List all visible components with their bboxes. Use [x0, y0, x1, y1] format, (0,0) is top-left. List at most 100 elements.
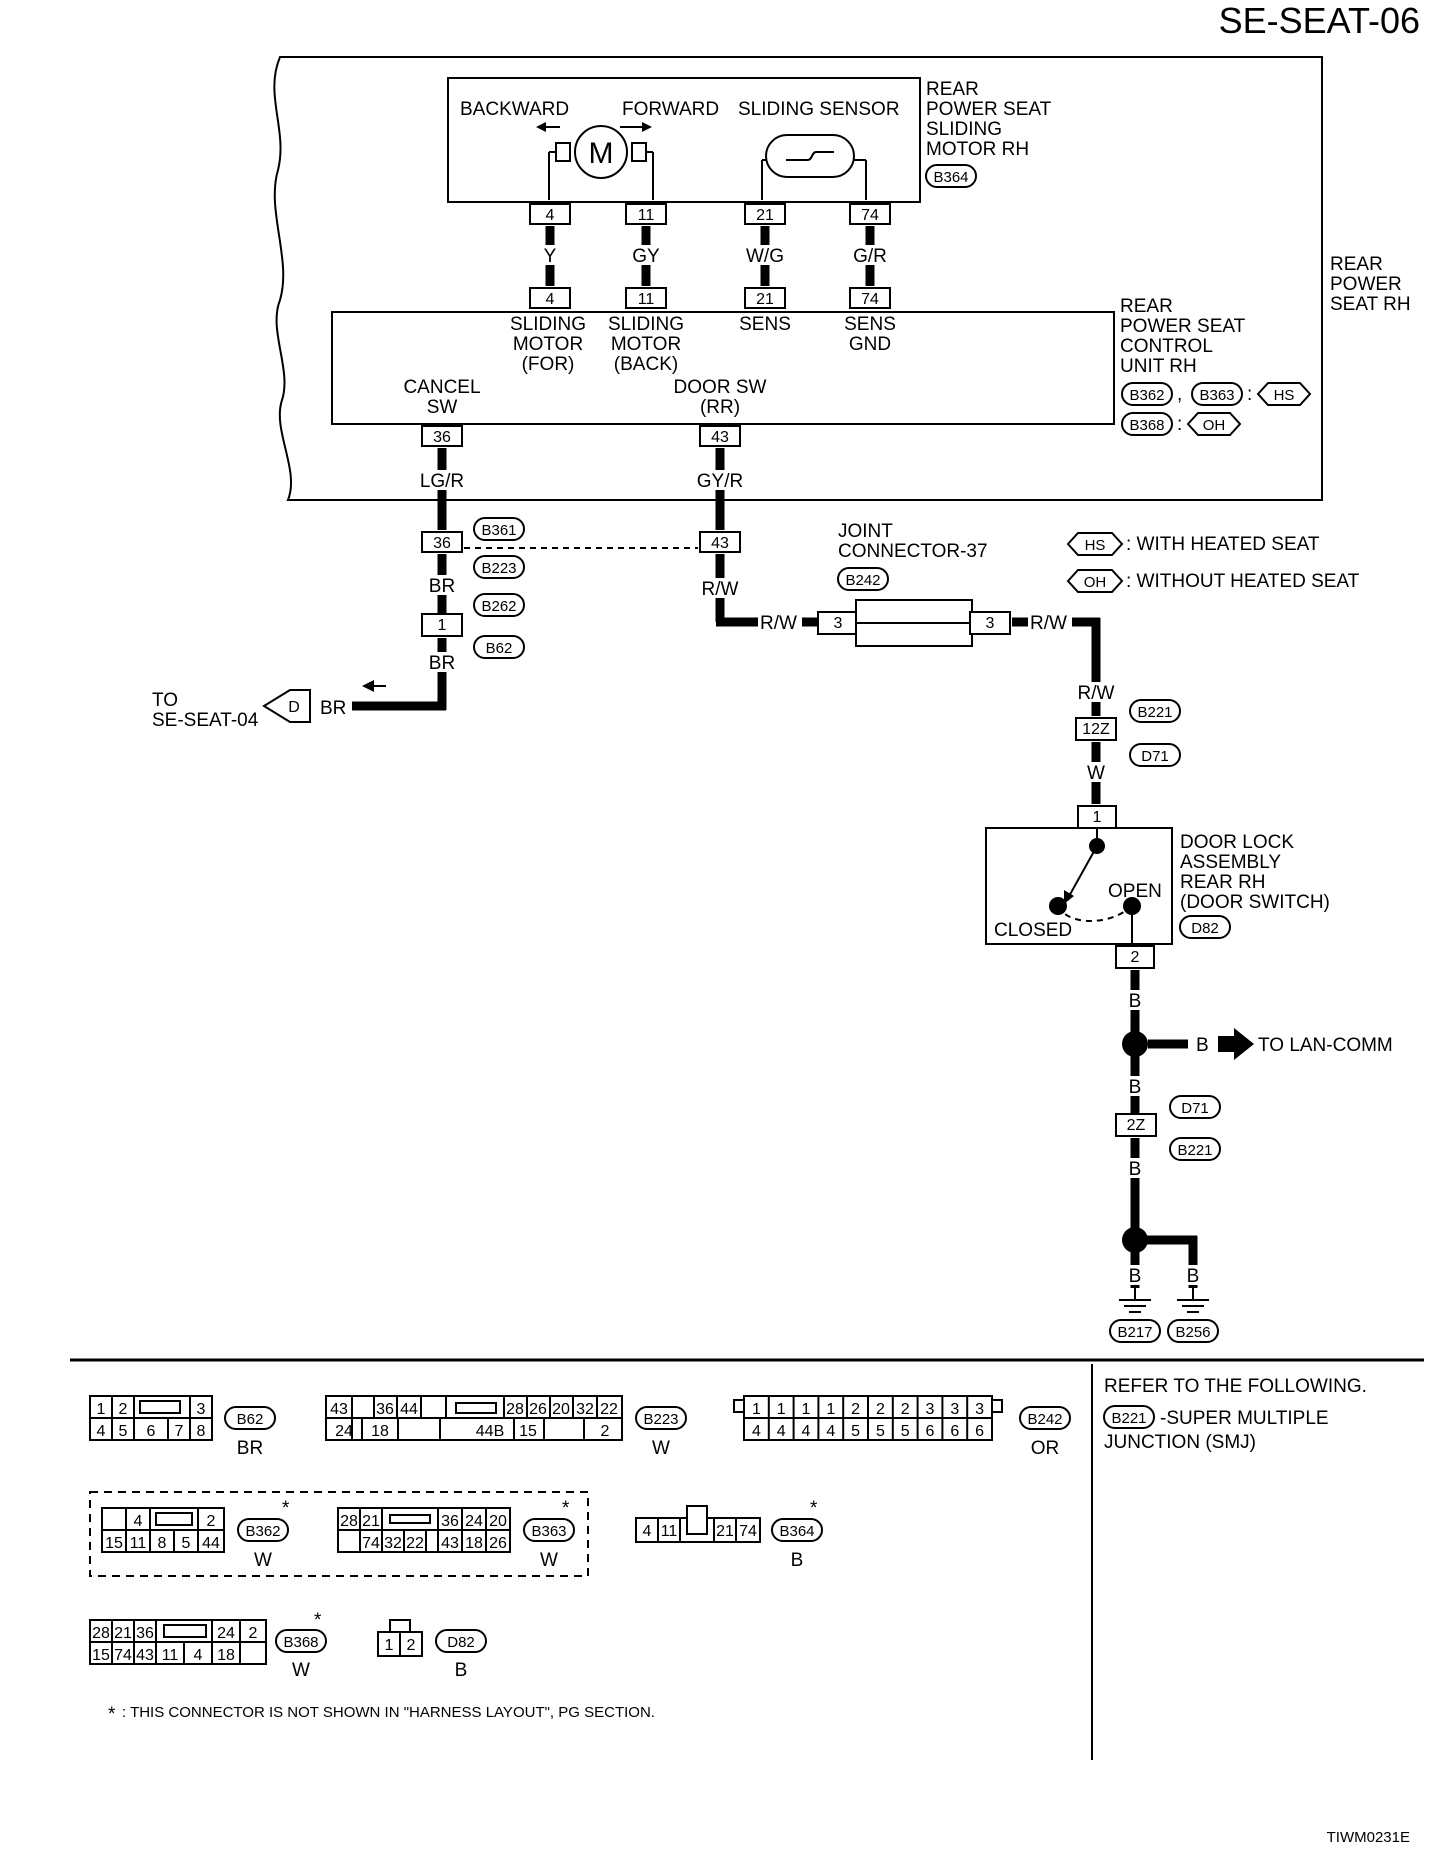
svg-text:D: D — [288, 699, 300, 716]
svg-text:1: 1 — [385, 1637, 394, 1654]
svg-text:2: 2 — [207, 1513, 216, 1530]
svg-text:BR: BR — [429, 653, 455, 674]
svg-text:2: 2 — [601, 1423, 610, 1440]
svg-text:B221: B221 — [1177, 1142, 1212, 1159]
svg-text:SEAT RH: SEAT RH — [1330, 294, 1411, 315]
svg-text:B223: B223 — [481, 560, 516, 577]
svg-text:74: 74 — [861, 207, 879, 224]
svg-text:M: M — [589, 137, 614, 170]
svg-text:D82: D82 — [447, 1634, 475, 1651]
door-sw-circuit: GY/R 43 R/W R/W — [692, 448, 818, 634]
svg-text:W/G: W/G — [746, 246, 784, 267]
svg-text:15: 15 — [105, 1535, 123, 1552]
svg-text:B: B — [455, 1660, 468, 1681]
svg-text:G/R: G/R — [853, 246, 887, 267]
svg-text:28: 28 — [506, 1401, 524, 1418]
control-unit-top-pins: 4 11 21 74 — [529, 287, 891, 309]
svg-text:REAR: REAR — [926, 79, 979, 100]
sliding-sensor-label: SLIDING SENSOR — [738, 99, 900, 120]
svg-text:CANCEL: CANCEL — [403, 377, 480, 398]
svg-text:SLIDING: SLIDING — [926, 119, 1002, 140]
figure-code: TIWM0231E — [1327, 1829, 1410, 1846]
svg-text:,: , — [1177, 384, 1182, 405]
svg-text:OR: OR — [1031, 1438, 1060, 1459]
svg-text:26: 26 — [529, 1401, 547, 1418]
svg-text:BR: BR — [429, 576, 455, 597]
svg-text:UNIT RH: UNIT RH — [1120, 356, 1197, 377]
connector-pin-label: 2 — [876, 1401, 885, 1418]
svg-text:B: B — [1196, 1035, 1209, 1056]
svg-text:W: W — [540, 1550, 558, 1571]
svg-text:B362: B362 — [245, 1523, 280, 1540]
control-unit-terminal-labels: SLIDING MOTOR (FOR) SLIDING MOTOR (BACK)… — [403, 314, 895, 418]
sliding-motor-label: REAR POWER SEAT SLIDING MOTOR RH — [926, 79, 1052, 160]
svg-text:8: 8 — [158, 1535, 167, 1552]
svg-text:SENS: SENS — [739, 314, 791, 335]
svg-text:*: * — [810, 1498, 818, 1519]
svg-text:B: B — [1129, 1077, 1142, 1098]
svg-text:MOTOR RH: MOTOR RH — [926, 139, 1029, 160]
svg-text:12Z: 12Z — [1082, 721, 1110, 738]
control-unit-connectors: B362 , B363 : HS B368 : OH — [1121, 382, 1312, 436]
svg-text:B221: B221 — [1111, 1410, 1146, 1427]
connector-pin-label: 5 — [901, 1423, 910, 1440]
svg-text:OH: OH — [1084, 574, 1107, 591]
svg-text:D71: D71 — [1181, 1100, 1209, 1117]
connector-face-b368: 28 21 36 24 2 15 74 43 11 4 18 B368 * W — [89, 1610, 327, 1681]
svg-text:SLIDING: SLIDING — [510, 314, 586, 335]
svg-text:OPEN: OPEN — [1108, 881, 1162, 902]
svg-text:MOTOR: MOTOR — [513, 334, 583, 355]
svg-text:11: 11 — [162, 1647, 179, 1664]
svg-text:11: 11 — [130, 1535, 147, 1552]
svg-text:ASSEMBLY: ASSEMBLY — [1180, 852, 1281, 873]
svg-text:44: 44 — [400, 1401, 418, 1418]
svg-text:11: 11 — [638, 207, 655, 224]
svg-text:TO LAN-COMM: TO LAN-COMM — [1258, 1035, 1393, 1056]
svg-text:1: 1 — [438, 617, 447, 634]
svg-text:18: 18 — [217, 1647, 235, 1664]
svg-text:4: 4 — [546, 291, 555, 308]
control-unit-bottom-pins: 36 43 — [421, 425, 741, 447]
svg-text:B217: B217 — [1117, 1324, 1152, 1341]
svg-text:5: 5 — [182, 1535, 191, 1552]
svg-text:(RR): (RR) — [700, 397, 740, 418]
svg-text:B242: B242 — [1027, 1411, 1062, 1428]
direction-arrows — [536, 122, 652, 132]
svg-text:B62: B62 — [237, 1411, 264, 1428]
svg-text::: : — [1247, 384, 1252, 405]
svg-text:DOOR SW: DOOR SW — [674, 377, 767, 398]
svg-text:B262: B262 — [481, 598, 516, 615]
svg-text:4: 4 — [643, 1523, 652, 1540]
connector-pin-label: 4 — [826, 1423, 835, 1440]
svg-text:22: 22 — [406, 1535, 424, 1552]
svg-text:43: 43 — [711, 429, 729, 446]
svg-text:15: 15 — [519, 1423, 537, 1440]
svg-text:JUNCTION (SMJ): JUNCTION (SMJ) — [1104, 1432, 1256, 1453]
svg-text:B: B — [1129, 1159, 1142, 1180]
svg-text:MOTOR: MOTOR — [611, 334, 681, 355]
connector-face-d82: 1 2 D82 B — [377, 1619, 487, 1681]
svg-text:B62: B62 — [486, 640, 513, 657]
svg-text:B363: B363 — [531, 1523, 566, 1540]
svg-text:REAR RH: REAR RH — [1180, 872, 1266, 893]
svg-text:: THIS CONNECTOR IS NOT SHOWN: : THIS CONNECTOR IS NOT SHOWN IN "HARNES… — [122, 1704, 655, 1721]
svg-text:*: * — [314, 1610, 322, 1631]
svg-text:B223: B223 — [643, 1411, 678, 1428]
svg-text:21: 21 — [362, 1513, 380, 1530]
svg-text:21: 21 — [716, 1523, 734, 1540]
svg-text:21: 21 — [114, 1625, 132, 1642]
svg-text:DOOR LOCK: DOOR LOCK — [1180, 832, 1294, 853]
rear-power-seat-label: REAR POWER SEAT RH — [1330, 254, 1411, 315]
svg-text:21: 21 — [756, 207, 774, 224]
svg-text:*: * — [108, 1704, 116, 1725]
svg-text:1: 1 — [1093, 809, 1102, 826]
svg-text:GND: GND — [849, 334, 891, 355]
ground-circuit: B B TO LAN-COMM B 2Z D71 B221 B B B B217… — [1109, 970, 1393, 1343]
connector-face-b62: 1 2 3 4 5 6 7 8 B62 BR — [89, 1395, 276, 1459]
svg-text:: WITH HEATED SEAT: : WITH HEATED SEAT — [1126, 534, 1320, 555]
svg-text:B256: B256 — [1175, 1324, 1210, 1341]
svg-text:REAR: REAR — [1330, 254, 1383, 275]
svg-text:(BACK): (BACK) — [614, 354, 678, 375]
svg-text:R/W: R/W — [760, 613, 797, 634]
